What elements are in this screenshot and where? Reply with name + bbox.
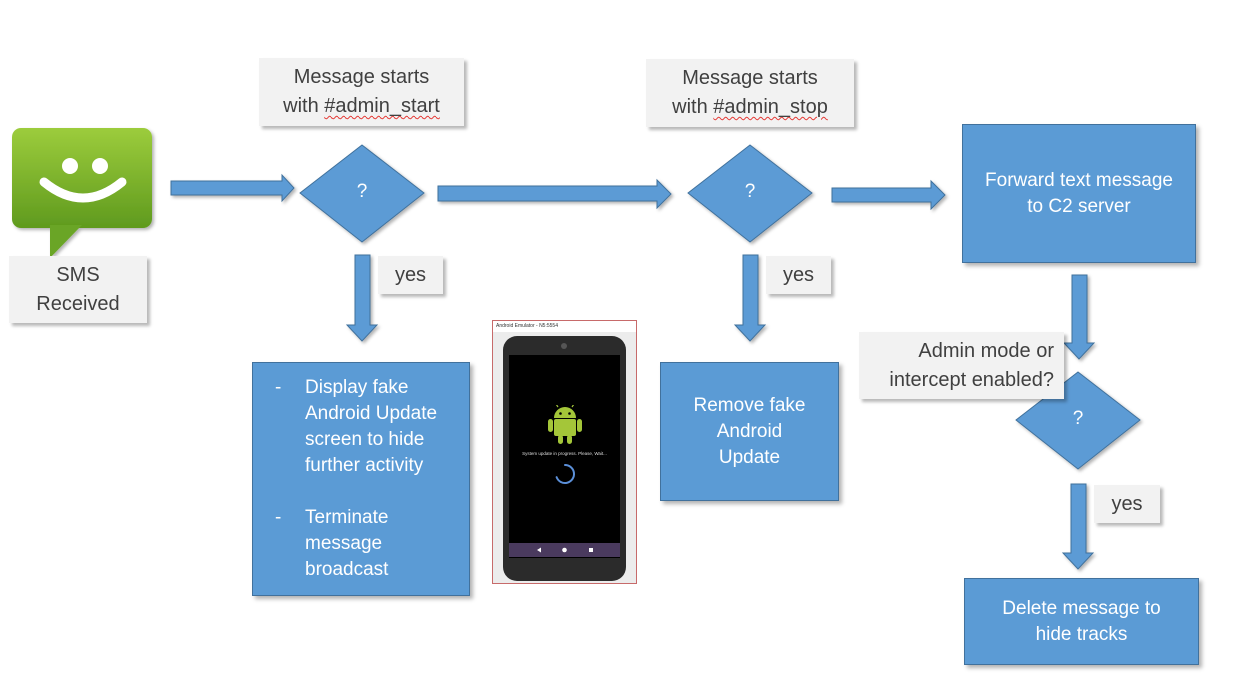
bullet-text-2: Terminate message broadcast bbox=[305, 507, 389, 580]
phone-camera-icon bbox=[561, 343, 567, 349]
loading-spinner-icon bbox=[555, 464, 575, 484]
phone-screen: System update in progress. Please, Wait.… bbox=[509, 355, 620, 558]
condition-admin-stop-line1: Message starts bbox=[682, 67, 818, 89]
arrow-forward-down bbox=[1062, 274, 1096, 360]
emulator-window: Android Emulator - N5:5554 System update… bbox=[492, 320, 637, 584]
admin-start-keyword: #admin_start bbox=[324, 95, 440, 117]
action-delete-box: Delete message to hide tracks bbox=[964, 578, 1199, 665]
nav-bar bbox=[509, 543, 620, 557]
fake-update-bullet-2: - Terminate message broadcast bbox=[275, 505, 455, 583]
action-forward-box: Forward text message to C2 server bbox=[962, 124, 1196, 263]
decision-admin-stop-symbol: ? bbox=[744, 181, 756, 202]
condition-admin-start-label: Message starts with #admin_start bbox=[259, 58, 464, 126]
phone-body: System update in progress. Please, Wait.… bbox=[503, 336, 626, 581]
bullet-dash-2: - bbox=[275, 507, 282, 528]
admin-stop-keyword: #admin_stop bbox=[713, 96, 828, 118]
condition-admin-mode-line2: intercept enabled? bbox=[889, 368, 1054, 391]
nav-buttons-icon bbox=[537, 547, 593, 553]
decision-admin-start-symbol: ? bbox=[356, 181, 368, 202]
condition-admin-stop-label: Message starts with #admin_stop bbox=[646, 59, 854, 127]
condition-admin-mode-label: Admin mode or intercept enabled? bbox=[859, 332, 1064, 399]
yes-label-mode: yes bbox=[1094, 485, 1160, 523]
sms-icon bbox=[12, 128, 152, 258]
arrow-mode-yes bbox=[1061, 483, 1095, 570]
action-remove-fake-box: Remove fake Android Update bbox=[660, 362, 839, 501]
emulator-title: Android Emulator - N5:5554 bbox=[493, 321, 636, 332]
condition-admin-stop-line2: with #admin_stop bbox=[672, 93, 828, 122]
sms-label-line2: Received bbox=[36, 292, 120, 315]
android-robot-icon bbox=[548, 405, 582, 444]
bullet-dash-1: - bbox=[275, 377, 282, 398]
condition-admin-start-prefix: with bbox=[283, 95, 325, 117]
arrow-stop-to-forward bbox=[831, 179, 946, 211]
sms-received-label: SMS Received bbox=[9, 256, 147, 323]
arrow-stop-yes bbox=[733, 254, 767, 342]
fake-update-bullet-1: - Display fake Android Update screen to … bbox=[275, 375, 455, 479]
action-remove-fake-text: Remove fake Android Update bbox=[693, 394, 806, 468]
condition-admin-stop-prefix: with bbox=[672, 96, 714, 118]
condition-admin-mode-line1: Admin mode or bbox=[918, 339, 1054, 362]
sms-label-line1: SMS bbox=[56, 263, 100, 286]
bullet-text-1: Display fake Android Update screen to hi… bbox=[305, 377, 438, 476]
emulator-status-text: System update in progress. Please, Wait.… bbox=[522, 451, 607, 456]
condition-admin-start-line2: with #admin_start bbox=[283, 92, 440, 121]
action-delete-text: Delete message to hide tracks bbox=[1002, 597, 1161, 645]
decision-admin-mode-symbol: ? bbox=[1072, 408, 1084, 429]
decision-admin-start bbox=[299, 144, 425, 243]
yes-label-start: yes bbox=[378, 256, 443, 294]
arrow-start-to-stop bbox=[437, 178, 672, 210]
action-forward-text: Forward text message to C2 server bbox=[985, 169, 1173, 217]
action-fake-update-box: - Display fake Android Update screen to … bbox=[252, 362, 470, 596]
arrow-sms-to-start bbox=[170, 173, 295, 203]
condition-admin-start-line1: Message starts bbox=[293, 66, 430, 88]
decision-admin-stop bbox=[687, 144, 813, 243]
arrow-start-yes bbox=[345, 254, 379, 342]
yes-label-stop: yes bbox=[766, 256, 831, 294]
